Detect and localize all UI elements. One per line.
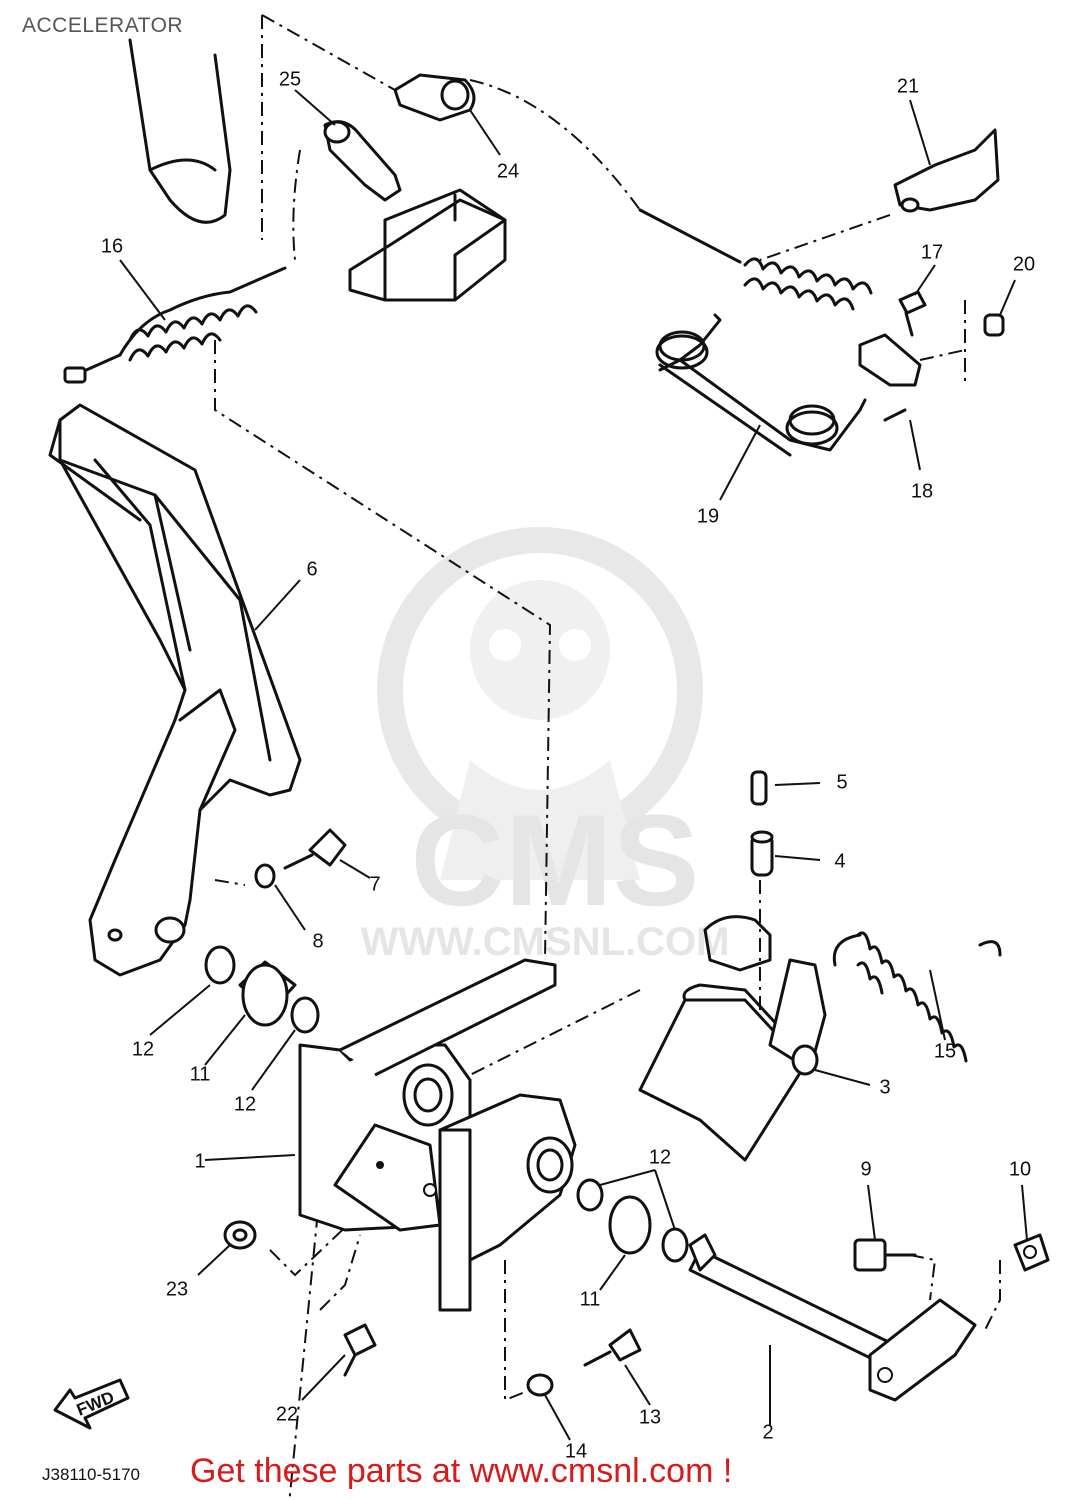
callout-17: 17 — [921, 241, 943, 263]
assembly-lines — [214, 14, 1001, 1500]
callout-23: 23 — [166, 1278, 188, 1300]
callout-15: 15 — [934, 1040, 956, 1062]
callout-24: 24 — [497, 160, 519, 182]
part-12-ring-mid[interactable] — [290, 996, 320, 1034]
callout-14: 14 — [565, 1440, 587, 1462]
footer-banner[interactable]: Get these parts at www.cmsnl.com ! — [190, 1452, 733, 1490]
page-title: ACCELERATOR — [22, 14, 184, 37]
part-20-nut[interactable] — [983, 313, 1005, 337]
part-6-accelerator-pedal[interactable] — [48, 403, 302, 977]
callout-5: 5 — [836, 771, 847, 793]
part-1-bracket-assembly[interactable] — [298, 958, 577, 1312]
callout-18: 18 — [911, 480, 933, 502]
callout-12b: 12 — [234, 1093, 256, 1115]
part-4-collar[interactable] — [750, 830, 774, 877]
leader-lines — [119, 89, 1028, 1441]
callout-4: 4 — [834, 850, 845, 872]
callout-12a: 12 — [132, 1038, 154, 1060]
part-23-nut[interactable] — [223, 1220, 257, 1250]
callout-6: 6 — [306, 558, 317, 580]
watermark-brand: CMS — [411, 787, 700, 933]
callout-20: 20 — [1013, 253, 1035, 275]
callout-8: 8 — [312, 930, 323, 952]
callout-1: 1 — [194, 1150, 205, 1172]
part-19-torsion-spring[interactable] — [655, 313, 867, 457]
part-10-nut[interactable] — [1013, 1233, 1050, 1272]
part-24-cable-clamp[interactable] — [393, 73, 476, 122]
callout-12c: 12 — [649, 1146, 671, 1168]
callout-2: 2 — [762, 1421, 773, 1443]
part-9-bolt[interactable] — [853, 1238, 917, 1272]
part-11-bushing-right[interactable] — [608, 1195, 652, 1255]
part-14-washer[interactable] — [526, 1373, 554, 1397]
part-13-bolt[interactable] — [583, 1328, 642, 1367]
part-22-bolt[interactable] — [343, 1323, 377, 1377]
part-21-cable-holder[interactable] — [893, 128, 1000, 213]
part-12-ring-right-a[interactable] — [576, 1178, 604, 1212]
callout-7: 7 — [369, 873, 380, 895]
callout-10: 10 — [1009, 1158, 1031, 1180]
callout-19: 19 — [697, 505, 719, 527]
callout-3: 3 — [879, 1076, 890, 1098]
throttle-body-mount — [128, 38, 507, 302]
callout-9: 9 — [860, 1158, 871, 1180]
part-16-throttle-cable-end[interactable] — [63, 266, 287, 384]
part-17-bolt[interactable] — [898, 290, 927, 337]
callout-16: 16 — [101, 235, 123, 257]
callout-22: 22 — [276, 1403, 298, 1425]
part-11-bushing-left[interactable] — [238, 960, 297, 1027]
fwd-direction-arrow: FWD — [53, 1378, 130, 1430]
cms-watermark: CMS WWW.CMSNL.COM — [361, 527, 729, 964]
part-18-cotter-pin[interactable] — [883, 408, 907, 422]
part-3-throttle-lever[interactable] — [638, 915, 827, 1162]
part-2-lever-shaft[interactable] — [688, 1233, 977, 1402]
fwd-label: FWD — [74, 1388, 117, 1420]
part-7-bolt[interactable] — [283, 828, 347, 870]
part-12-ring-right-b[interactable] — [661, 1227, 689, 1263]
callout-11b: 11 — [580, 1288, 601, 1310]
part-8-washer[interactable] — [254, 863, 276, 889]
accelerator-cable-upper[interactable] — [638, 208, 922, 387]
part-5-pin[interactable] — [750, 770, 768, 806]
part-12-ring-left[interactable] — [204, 945, 236, 985]
callout-21: 21 — [897, 75, 919, 97]
drawing-code: J38110-5170 — [42, 1465, 140, 1484]
callout-labels: 1 2 3 4 5 6 7 8 9 10 11 11 12 12 12 13 1… — [101, 68, 1035, 1462]
callout-25: 25 — [279, 68, 301, 90]
callout-11a: 11 — [190, 1063, 211, 1085]
part-15-return-spring[interactable] — [832, 931, 1002, 1063]
part-25-cable-bracket[interactable] — [323, 120, 402, 202]
callout-13: 13 — [639, 1406, 661, 1428]
